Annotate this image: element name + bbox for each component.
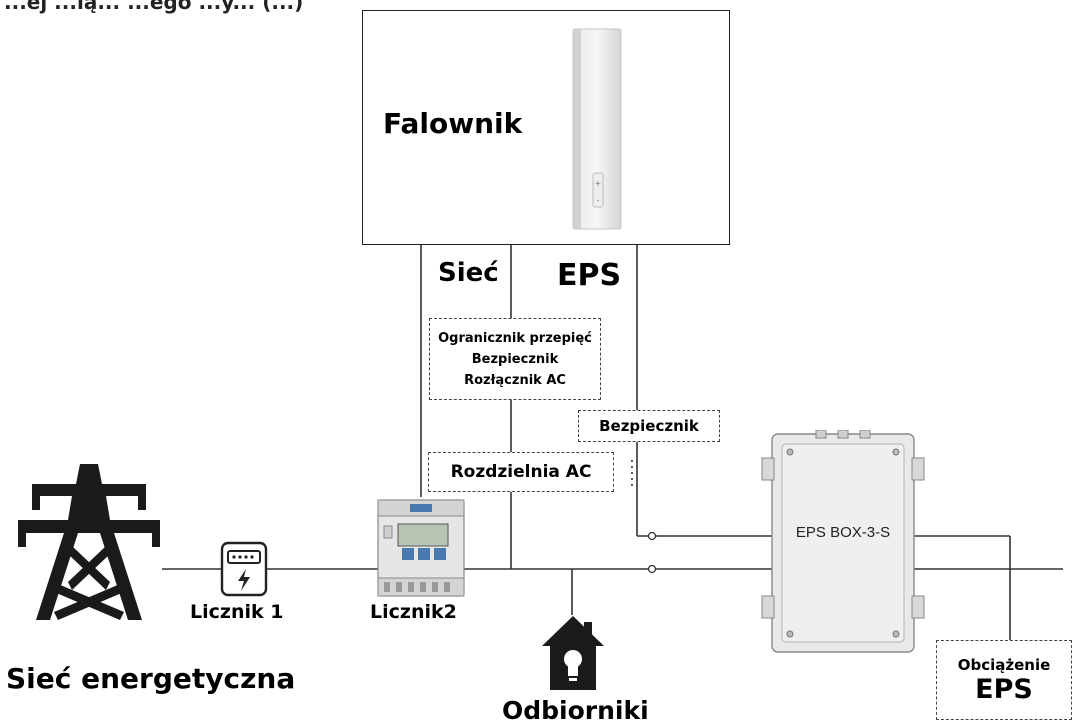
inverter-box: Falownik + - — [362, 10, 730, 245]
grid-line-label: Sieć — [438, 258, 499, 288]
inverter-device-icon: + - — [572, 28, 622, 230]
protection-box: Ogranicznik przepięć Bezpiecznik Rozłącz… — [429, 318, 601, 400]
eps-load-box: Obciążenie EPS — [936, 640, 1072, 720]
eps-load-line1: Obciążenie — [957, 655, 1051, 674]
power-tower-icon — [18, 464, 160, 620]
fuse-box-label: Bezpiecznik — [599, 417, 699, 435]
meter1-icon — [220, 541, 268, 597]
house-icon — [542, 616, 604, 690]
ac-switchboard-box: Rozdzielnia AC — [428, 452, 614, 492]
surge-arrester-label: Ogranicznik przepięć — [438, 330, 592, 346]
eps-line-label: EPS — [557, 258, 622, 293]
fuse-box: Bezpiecznik — [578, 410, 720, 442]
ac-disconnector-label: Rozłącznik AC — [464, 372, 566, 388]
ac-switchboard-label: Rozdzielnia AC — [450, 462, 592, 482]
eps-load-line2: EPS — [975, 673, 1033, 705]
meter1-label: Licznik 1 — [190, 601, 284, 623]
grid-label: Sieć energetyczna — [6, 662, 296, 695]
eps-box-device-icon — [761, 430, 925, 653]
loads-label: Odbiorniki — [502, 696, 649, 725]
meter2-label: Licznik2 — [370, 601, 457, 623]
svg-text:+: + — [595, 179, 602, 188]
svg-text:-: - — [597, 196, 600, 205]
page-title: ...ej ...ią... ...ego ...y... (...) — [4, 0, 304, 14]
inverter-label: Falownik — [383, 107, 523, 140]
eps-box-label: EPS BOX-3-S — [795, 524, 891, 541]
meter2-device-icon — [377, 499, 465, 597]
fuse-label: Bezpiecznik — [471, 351, 559, 367]
